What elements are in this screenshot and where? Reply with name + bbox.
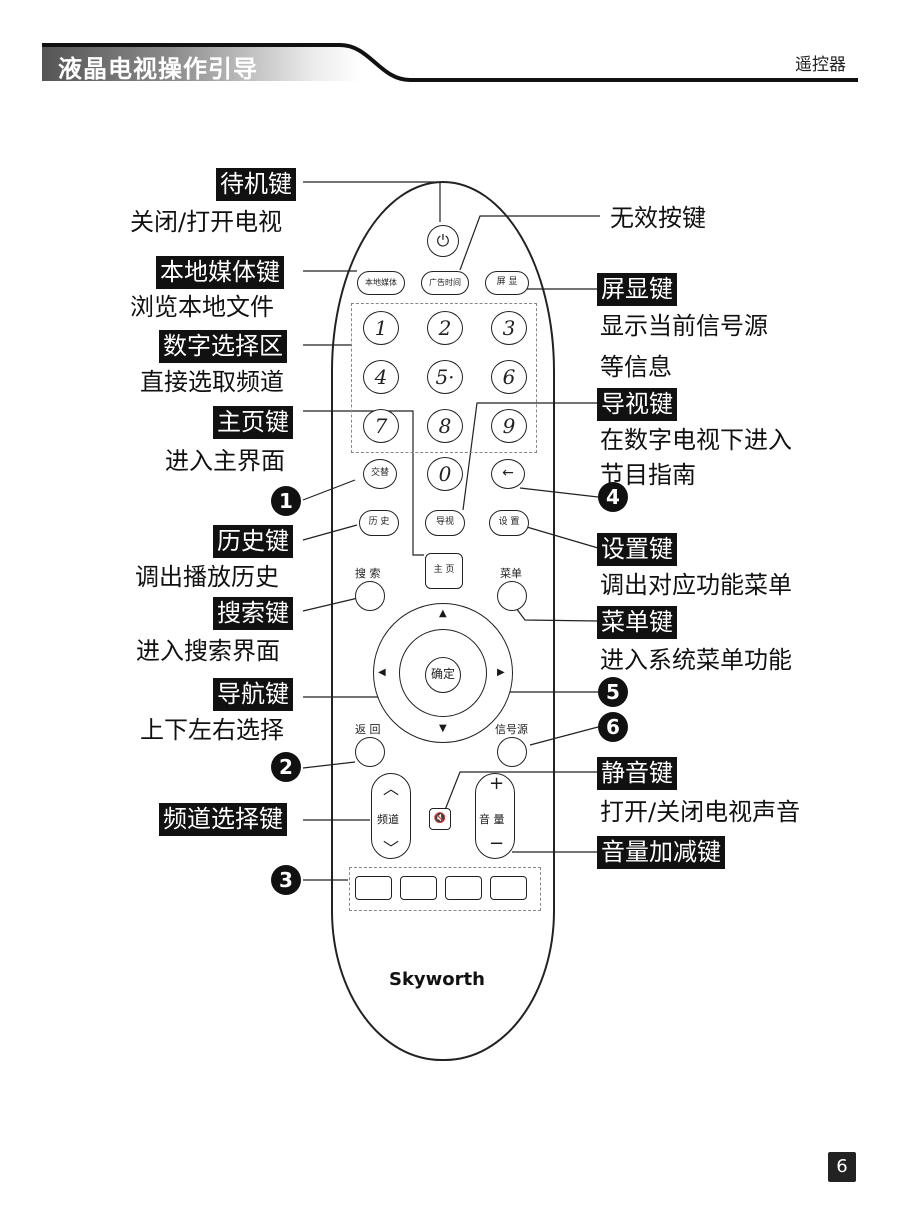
callout-4: 4 (598, 482, 628, 512)
label-standby-key: 待机键 (216, 168, 296, 201)
desc-standby-key: 关闭/打开电视 (130, 208, 283, 236)
desc-home-key: 进入主界面 (165, 447, 285, 475)
channel-up-icon[interactable]: ︿ (383, 779, 400, 798)
color-key-1[interactable] (355, 876, 392, 900)
power-icon: ⏻ (436, 231, 450, 250)
digit-0-button[interactable]: 0 (427, 457, 463, 491)
search-key-label: 搜 索 (355, 567, 381, 580)
digit-4-button[interactable]: 4 (363, 360, 399, 394)
channel-label: 频道 (377, 813, 399, 826)
back-arrow-icon: ← (502, 465, 514, 481)
callout-2: 2 (271, 752, 301, 782)
header-section: 遥控器 (795, 55, 846, 75)
header-title: 液晶电视操作引导 (58, 55, 258, 83)
mute-button[interactable]: 🔇 (429, 808, 451, 830)
nav-right-arrow-icon[interactable]: ▶ (497, 667, 505, 678)
desc-local-media-key: 浏览本地文件 (130, 293, 274, 321)
color-key-2[interactable] (400, 876, 437, 900)
digit-3-button[interactable]: 3 (491, 311, 527, 345)
settings-button[interactable]: 设 置 (489, 510, 529, 536)
callout-6: 6 (598, 712, 628, 742)
nav-up-arrow-icon[interactable]: ▲ (439, 608, 447, 619)
label-local-media-key: 本地媒体键 (156, 256, 284, 289)
menu-button[interactable] (497, 581, 527, 611)
label-mute-key: 静音键 (597, 757, 677, 790)
callout-3: 3 (271, 865, 301, 895)
desc-mute-key: 打开/关闭电视声音 (600, 798, 801, 826)
display-button[interactable]: 屏 显 (485, 271, 529, 295)
volume-minus-icon[interactable]: − (489, 833, 505, 854)
label-home-key: 主页键 (213, 406, 293, 439)
callout-5: 5 (598, 677, 628, 707)
source-key-label: 信号源 (495, 723, 528, 736)
source-button[interactable] (497, 737, 527, 767)
return-button[interactable] (355, 737, 385, 767)
volume-rocker[interactable] (475, 773, 515, 859)
desc-nav-key: 上下左右选择 (140, 716, 284, 744)
home-button[interactable]: 主 页 (425, 553, 463, 589)
back-arrow-button[interactable]: ← (491, 459, 525, 489)
color-key-4[interactable] (490, 876, 527, 900)
brand-logo: Skyworth (389, 969, 485, 990)
mute-icon: 🔇 (433, 813, 447, 824)
desc2-display-key: 等信息 (600, 353, 672, 381)
label-settings-key: 设置键 (597, 533, 677, 566)
desc-display-key: 显示当前信号源 (600, 312, 768, 340)
label-guide-key: 导视键 (597, 388, 677, 421)
desc-settings-key: 调出对应功能菜单 (600, 571, 792, 599)
digit-5-button[interactable]: 5· (427, 360, 463, 394)
digit-6-button[interactable]: 6 (491, 360, 527, 394)
color-keys-frame (349, 867, 541, 911)
history-button[interactable]: 历 史 (359, 510, 399, 536)
desc-search-key: 进入搜索界面 (136, 637, 280, 665)
volume-label: 音 量 (479, 813, 505, 826)
desc-history-key: 调出播放历史 (135, 563, 279, 591)
local-media-button[interactable]: 本地媒体 (357, 271, 405, 295)
power-button[interactable]: ⏻ (427, 225, 459, 257)
nav-left-arrow-icon[interactable]: ◀ (378, 667, 386, 678)
search-button[interactable] (355, 581, 385, 611)
digit-9-button[interactable]: 9 (491, 409, 527, 443)
label-search-key: 搜索键 (213, 597, 293, 630)
label-menu-key: 菜单键 (597, 606, 677, 639)
remote-body: ⏻ 本地媒体 广告时间 屏 显 1 2 3 4 5· 6 7 8 9 交替 0 … (331, 181, 555, 1061)
channel-down-icon[interactable]: ﹀ (383, 839, 400, 858)
label-channel-key: 频道选择键 (159, 803, 287, 836)
swap-button[interactable]: 交替 (363, 459, 397, 489)
label-display-key: 屏显键 (597, 273, 677, 306)
digit-area-frame (351, 303, 537, 453)
nav-down-arrow-icon[interactable]: ▼ (439, 723, 447, 734)
ad-time-button[interactable]: 广告时间 (421, 271, 469, 295)
guide-button[interactable]: 导视 (425, 510, 465, 536)
label-nav-key: 导航键 (213, 678, 293, 711)
callout-1: 1 (271, 486, 301, 516)
return-key-label: 返 回 (355, 723, 381, 736)
color-key-3[interactable] (445, 876, 482, 900)
digit-2-button[interactable]: 2 (427, 311, 463, 345)
menu-key-label: 菜单 (500, 567, 522, 580)
desc-guide-key: 在数字电视下进入 (600, 426, 792, 454)
label-history-key: 历史键 (213, 525, 293, 558)
ok-button[interactable]: 确定 (425, 657, 461, 693)
digit-8-button[interactable]: 8 (427, 409, 463, 443)
label-volume-key: 音量加减键 (597, 836, 725, 869)
digit-7-button[interactable]: 7 (363, 409, 399, 443)
header-band (42, 45, 362, 81)
desc-digit-area: 直接选取频道 (140, 368, 284, 396)
desc-invalid-key: 无效按键 (610, 204, 706, 232)
volume-plus-icon[interactable]: + (489, 773, 505, 794)
digit-1-button[interactable]: 1 (363, 311, 399, 345)
desc-menu-key: 进入系统菜单功能 (600, 646, 792, 674)
label-digit-area: 数字选择区 (159, 330, 287, 363)
channel-rocker[interactable] (371, 773, 411, 859)
page-number: 6 (828, 1152, 856, 1182)
